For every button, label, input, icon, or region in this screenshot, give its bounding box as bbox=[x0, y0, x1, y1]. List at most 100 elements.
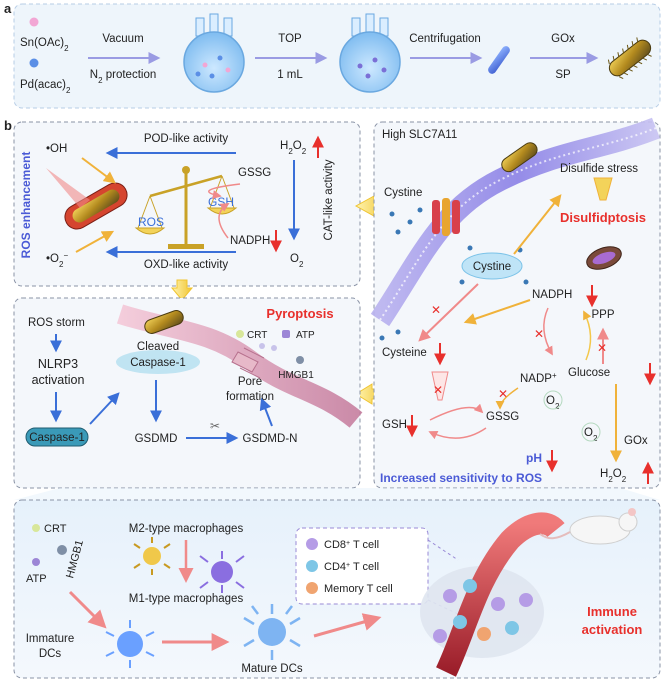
gssg-to-gsh-arrow bbox=[208, 183, 241, 199]
gsdmd-label: GSDMD bbox=[135, 433, 178, 445]
pyroptosis-title: Pyroptosis bbox=[266, 306, 333, 321]
hmgb1-dot bbox=[296, 356, 304, 364]
gsh-pan-label: GSH bbox=[208, 195, 234, 209]
gox-label: GOx bbox=[624, 435, 648, 447]
m2-macrophage-icon bbox=[133, 537, 171, 575]
pod-label: POD-like activity bbox=[144, 133, 229, 145]
immune-crt-dot bbox=[32, 524, 40, 532]
cysteine-label: Cysteine bbox=[382, 347, 427, 359]
slc-title: High SLC7A11 bbox=[382, 129, 457, 141]
nanorod-ros-icon bbox=[64, 182, 128, 230]
ros-enhancement-title: ROS enhancement bbox=[19, 152, 33, 259]
mature-dc-icon bbox=[243, 604, 301, 660]
crt-label: CRT bbox=[247, 330, 267, 341]
nlrp3-label-line1: NLRP3 bbox=[38, 357, 78, 371]
cystine-extracellular-label: Cystine bbox=[384, 187, 422, 199]
cat-label: CAT-like activity bbox=[323, 159, 335, 240]
arrow-cystine-to-cysteine bbox=[418, 283, 479, 342]
step4-bottom-label: SP bbox=[555, 69, 571, 81]
panel-a-box bbox=[13, 3, 661, 109]
caspase1-label: Caspase-1 bbox=[29, 432, 85, 444]
svg-text:✕: ✕ bbox=[431, 303, 441, 317]
ros-storm-label: ROS storm bbox=[28, 317, 85, 329]
cd8-tcell-icon bbox=[306, 538, 318, 550]
pore-icon bbox=[231, 347, 265, 379]
cd4-label: CD4+ T cell bbox=[324, 561, 379, 573]
slc-membrane bbox=[370, 117, 661, 327]
arrow-stress-to-disulfidptosis bbox=[593, 177, 613, 201]
immature-dc-label-line1: Immature bbox=[26, 633, 75, 645]
immature-dc-icon bbox=[105, 620, 155, 668]
ph-label: pH bbox=[526, 451, 542, 465]
reagent-pd: Pd(acac)2 bbox=[20, 79, 71, 95]
immune-activation-line2: activation bbox=[582, 622, 643, 637]
oxd-label: OXD-like activity bbox=[144, 259, 229, 271]
cystine-intracellular-pool bbox=[461, 252, 523, 280]
atp-label: ATP bbox=[296, 330, 315, 341]
panel-a-letter: a bbox=[4, 1, 12, 16]
step4-top-label: GOx bbox=[551, 33, 575, 45]
mature-dc-label: Mature DCs bbox=[241, 663, 303, 675]
slc7a11-transporter-icon bbox=[432, 198, 460, 236]
tcell-legend-box bbox=[295, 527, 429, 605]
sn-precursor-dot bbox=[29, 17, 39, 27]
m2-label: M2-type macrophages bbox=[129, 523, 244, 535]
o2-slc-label-b: O2 bbox=[584, 427, 598, 443]
ros-pan-label: ROS bbox=[138, 215, 164, 229]
arrow-nadph-to-reduction bbox=[463, 299, 531, 325]
m1-label: M1-type macrophages bbox=[129, 593, 244, 605]
h2o2-label: H2O2 bbox=[280, 140, 307, 156]
nlrp3-label-line2: activation bbox=[32, 373, 85, 387]
nadp-label: NADP+ bbox=[520, 371, 557, 386]
nadp-to-nadph-arrow bbox=[583, 310, 592, 361]
arrow-caspase-to-cleaved bbox=[89, 392, 120, 425]
pore-label-line2: formation bbox=[226, 391, 274, 403]
flask-1 bbox=[183, 13, 245, 93]
svg-text:✕: ✕ bbox=[498, 387, 508, 401]
nanorod-plain-icon bbox=[488, 46, 510, 74]
m1-macrophage-icon bbox=[199, 551, 245, 593]
h2o2-slc-label: H2O2 bbox=[600, 468, 627, 484]
gssg-slc-label: GSSG bbox=[486, 411, 519, 423]
dead-cell-icon bbox=[586, 246, 622, 270]
nadph-to-nadp-arrow bbox=[543, 307, 553, 356]
caspase1-pill bbox=[25, 427, 89, 447]
gssg-label: GSSG bbox=[238, 167, 271, 179]
nanorod-slc-icon bbox=[501, 142, 538, 173]
panel-b-letter: b bbox=[4, 118, 12, 133]
o2-label: O2 bbox=[290, 253, 304, 269]
step2-bottom-label: 1 mL bbox=[277, 69, 303, 81]
arrow-o2minus bbox=[75, 230, 115, 253]
arrow-n-to-pore bbox=[259, 397, 273, 427]
balance-scale-icon bbox=[134, 166, 238, 249]
svg-text:✕: ✕ bbox=[597, 341, 607, 355]
reagent-sn: Sn(OAc)2 bbox=[20, 37, 69, 53]
cd4-tcell-icon bbox=[306, 560, 318, 572]
cleaved-label-line2: Caspase-1 bbox=[130, 357, 186, 369]
arrow-dc-to-tcells bbox=[313, 613, 382, 638]
step3-top-label: Centrifugation bbox=[409, 33, 481, 45]
immune-atp-label: ATP bbox=[26, 573, 47, 585]
nadph-to-gsh-arrow bbox=[218, 203, 230, 239]
step1-bottom-label: N2 protection bbox=[90, 69, 156, 85]
memory-label: Memory T cell bbox=[324, 583, 393, 595]
svg-text:✕: ✕ bbox=[534, 327, 544, 341]
coated-nanorod-icon bbox=[607, 37, 652, 79]
memory-tcell-icon bbox=[306, 582, 318, 594]
arrow-damps-to-dcs bbox=[68, 590, 107, 629]
immune-atp-dot bbox=[32, 558, 40, 566]
nadph-slc-label: NADPH bbox=[532, 289, 572, 301]
superoxide-label: •O2− bbox=[46, 251, 68, 269]
flask-2 bbox=[339, 13, 401, 93]
arrow-cysteine-to-gsh bbox=[431, 371, 449, 401]
immune-hmgb1-dot bbox=[57, 545, 67, 555]
arrow-oh bbox=[81, 157, 116, 184]
laser-beam bbox=[46, 168, 90, 208]
hydroxyl-radical-label: •OH bbox=[46, 143, 67, 155]
svg-text:✕: ✕ bbox=[433, 383, 443, 397]
disulfidptosis-label: Disulfidptosis bbox=[560, 210, 646, 225]
cd8-label: CD8+ T cell bbox=[324, 539, 379, 551]
gsh-to-gssg-arrow bbox=[429, 403, 484, 421]
pore-label-line1: Pore bbox=[238, 376, 262, 388]
step2-top-label: TOP bbox=[278, 33, 302, 45]
